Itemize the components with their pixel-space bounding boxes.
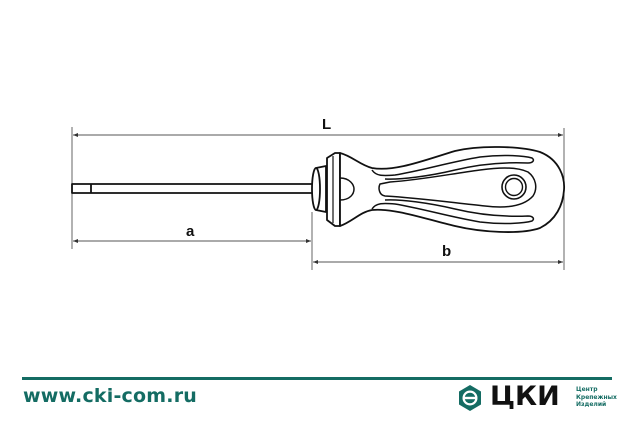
blade <box>71 183 315 194</box>
handle-groove-top <box>371 154 535 180</box>
logo-subtitle: Центр Крепежных Изделий <box>576 386 617 409</box>
logo-subtitle-line: Изделий <box>576 401 607 408</box>
company-logo: ЦКИ Центр Крепежных Изделий <box>458 381 618 418</box>
dim-label-b: b <box>442 243 452 260</box>
handle-outline <box>339 146 565 233</box>
handle-dome <box>339 177 355 201</box>
dim-label-a: a <box>186 223 195 240</box>
hanging-hole-inner <box>504 177 524 197</box>
dimension-lines <box>73 133 563 264</box>
logo-wordmark: ЦКИ <box>490 381 560 412</box>
website-link[interactable]: www.cki-com.ru <box>23 385 197 407</box>
screwdriver-drawing <box>71 127 565 270</box>
screwdriver <box>71 146 565 233</box>
hexagon-circle-logo-icon <box>459 385 481 411</box>
logo-subtitle-line: Центр <box>576 386 598 393</box>
handle-groove-bottom <box>371 199 535 225</box>
logo-subtitle-line: Крепежных <box>576 393 617 401</box>
dim-label-L: L <box>322 116 332 133</box>
handle-center-pad <box>378 167 537 208</box>
footer-divider <box>22 377 612 380</box>
